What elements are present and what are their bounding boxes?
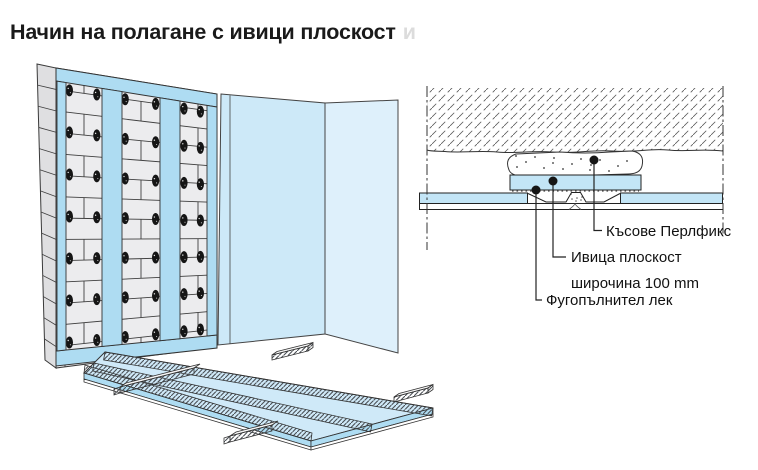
batten-middle-near-end [223, 435, 231, 445]
batten-middle-far-end [307, 341, 314, 352]
batten-right-end [427, 383, 434, 394]
batten-left-end [113, 386, 121, 396]
wall-strip-vertical-1 [56, 80, 67, 352]
side-wall [217, 93, 326, 346]
floor-panel [83, 351, 434, 451]
callouts: Късове Перлфикс Ивица плоскост широчина … [531, 155, 732, 309]
perlfix-dab-columns [65, 84, 204, 349]
label-perlfix: Късове Перлфикс [606, 223, 732, 240]
page-title-text: Начин на полагане с ивици плоскост [10, 20, 396, 44]
joint-filler-seam [568, 203, 582, 210]
detail-view: Късове Перлфикс Ивица плоскост широчина … [419, 86, 732, 309]
detail-board-paper-layer [419, 203, 724, 210]
detail-board-strip [509, 174, 642, 191]
brick-wall-side-face [36, 63, 57, 369]
wall-strip-vertical-2 [101, 87, 123, 347]
wall-strips [55, 67, 218, 367]
detail-board-left [419, 192, 528, 204]
leader-filler [535, 190, 542, 301]
corner-wall [324, 99, 399, 354]
battens [113, 341, 434, 445]
concrete-wall-hatch [427, 88, 723, 153]
label-filler: Фугопълнител лек [546, 292, 673, 309]
title-faded-artifact: и [402, 20, 416, 44]
label-strip-line2: широчина 100 mm [571, 275, 699, 292]
floor-panel-right-edge-paper [310, 413, 434, 451]
label-strip-line1: Ивица плоскост [571, 249, 682, 266]
detail-board-right [620, 192, 723, 204]
callout-dot-strip [548, 176, 558, 186]
side-wall-face [217, 93, 326, 346]
joint-filler-profile [527, 192, 621, 203]
leader-strip [552, 181, 566, 258]
wall-strip-vertical-4 [206, 104, 218, 337]
leader-perlfix [593, 160, 602, 232]
main-illustration [36, 63, 434, 451]
corner-wall-face [324, 99, 399, 354]
callout-dot-perlfix [589, 155, 599, 165]
wall-strip-vertical-3 [159, 97, 181, 342]
callout-dot-filler [531, 185, 541, 195]
perlfix-adhesive-blob [507, 150, 643, 177]
